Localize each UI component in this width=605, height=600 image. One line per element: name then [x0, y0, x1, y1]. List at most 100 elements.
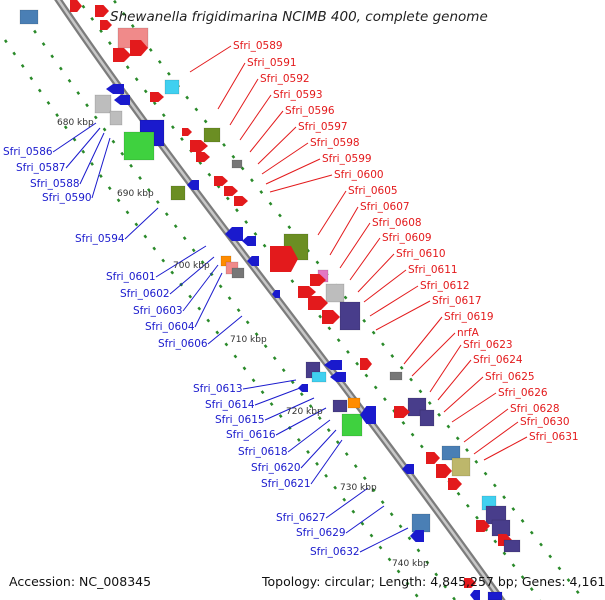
gene-feature — [503, 539, 521, 553]
leader-line — [317, 190, 347, 236]
accession-text: Accession: NC_008345 — [9, 574, 152, 589]
gene-label: Sfri_0610 — [396, 248, 446, 260]
gene-feature — [182, 128, 192, 136]
tick-track — [112, 0, 581, 596]
gene-label: Sfri_0586 — [3, 146, 53, 158]
gene-feature — [70, 0, 82, 12]
gene-label: Sfri_0599 — [322, 153, 372, 165]
gene-feature — [100, 20, 112, 30]
gene-label: Sfri_0598 — [310, 137, 360, 149]
gene-feature — [347, 397, 361, 409]
gene-label: Sfri_0630 — [520, 416, 570, 428]
gene-feature — [322, 310, 340, 324]
gene-feature — [394, 406, 410, 418]
gene-label: Sfri_0617 — [432, 295, 482, 307]
gene-label: Sfri_0609 — [382, 232, 432, 244]
gene-feature — [19, 9, 39, 25]
gene-feature — [402, 464, 414, 474]
gene-label: Sfri_0594 — [75, 233, 125, 245]
leader-line — [194, 272, 223, 328]
gene-label: Sfri_0601 — [106, 271, 156, 283]
gene-feature — [270, 246, 298, 272]
leader-line — [483, 436, 528, 461]
leader-line — [369, 285, 419, 317]
gene-feature — [247, 256, 259, 266]
gene-label: Sfri_0627 — [276, 512, 326, 524]
gene-features — [19, 0, 521, 600]
gene-feature — [419, 409, 435, 427]
leader-line — [242, 379, 297, 390]
gene-label: Sfri_0588 — [30, 178, 80, 190]
gene-label: Sfri_0589 — [233, 40, 283, 52]
gene-label: Sfri_0608 — [372, 217, 422, 229]
gene-feature — [325, 283, 345, 303]
gene-feature — [130, 40, 148, 56]
scale-label: 740 kbp — [392, 559, 429, 569]
gene-label: nrfA — [457, 327, 480, 339]
leader-line — [265, 158, 321, 185]
gene-feature — [476, 520, 490, 532]
label-leader-lines — [52, 45, 528, 553]
scale-label: 700 kbp — [173, 261, 210, 271]
gene-label: Sfri_0626 — [498, 387, 548, 399]
leader-line — [229, 78, 259, 126]
gene-label: Sfri_0612 — [420, 280, 470, 292]
gene-feature — [464, 578, 476, 588]
gene-feature — [410, 530, 424, 542]
scale-label: 690 kbp — [117, 189, 154, 199]
gene-label: Sfri_0623 — [463, 339, 513, 351]
gene-feature — [114, 95, 130, 105]
gene-label: Sfri_0587 — [16, 162, 66, 174]
gene-feature — [231, 159, 243, 169]
leader-line — [182, 264, 219, 312]
gene-label: Sfri_0607 — [360, 201, 410, 213]
gene-feature — [187, 180, 199, 190]
leader-line — [124, 207, 159, 240]
gene-feature — [170, 185, 186, 201]
gene-feature — [214, 176, 228, 186]
gene-feature — [310, 274, 326, 286]
gene-label: Sfri_0619 — [444, 311, 494, 323]
leader-line — [264, 397, 315, 421]
leader-line — [79, 132, 105, 185]
scale-label: 730 kbp — [340, 483, 377, 493]
gene-feature — [203, 127, 221, 143]
leader-line — [91, 137, 111, 199]
leader-line — [339, 222, 371, 269]
gene-feature — [341, 413, 363, 437]
gene-label: Sfri_0590 — [42, 192, 92, 204]
gene-label: Sfri_0596 — [285, 105, 335, 117]
gene-feature — [339, 301, 361, 331]
gene-label: Sfri_0631 — [529, 431, 579, 443]
gene-label: Sfri_0629 — [296, 527, 346, 539]
gene-feature — [360, 406, 376, 424]
tick-track — [18, 9, 457, 600]
gene-label: Sfri_0600 — [334, 169, 384, 181]
leader-line — [269, 174, 333, 193]
leader-line — [451, 392, 497, 423]
gene-feature — [225, 227, 243, 241]
gene-feature — [231, 267, 245, 279]
gene-feature — [360, 358, 372, 370]
gene-feature — [109, 110, 123, 126]
gene-feature — [411, 513, 431, 533]
leader-line — [443, 376, 484, 413]
gene-feature — [298, 286, 316, 298]
leader-line — [329, 206, 359, 256]
gene-label: Sfri_0606 — [158, 338, 208, 350]
gene-label: Sfri_0620 — [251, 462, 301, 474]
gene-feature — [150, 92, 164, 102]
leader-line — [357, 253, 395, 293]
leader-line — [155, 245, 207, 278]
gene-feature — [190, 140, 208, 152]
scale-label: 720 kbp — [286, 407, 323, 417]
leader-line — [300, 429, 337, 469]
gene-labels: Sfri_0589Sfri_0591Sfri_0592Sfri_0593Sfri… — [3, 40, 579, 558]
gene-label: Sfri_0625 — [485, 371, 535, 383]
leader-line — [310, 439, 343, 485]
gene-feature — [94, 94, 112, 114]
leader-line — [257, 126, 297, 165]
gene-label: Sfri_0597 — [298, 121, 348, 133]
gene-feature — [234, 196, 248, 206]
